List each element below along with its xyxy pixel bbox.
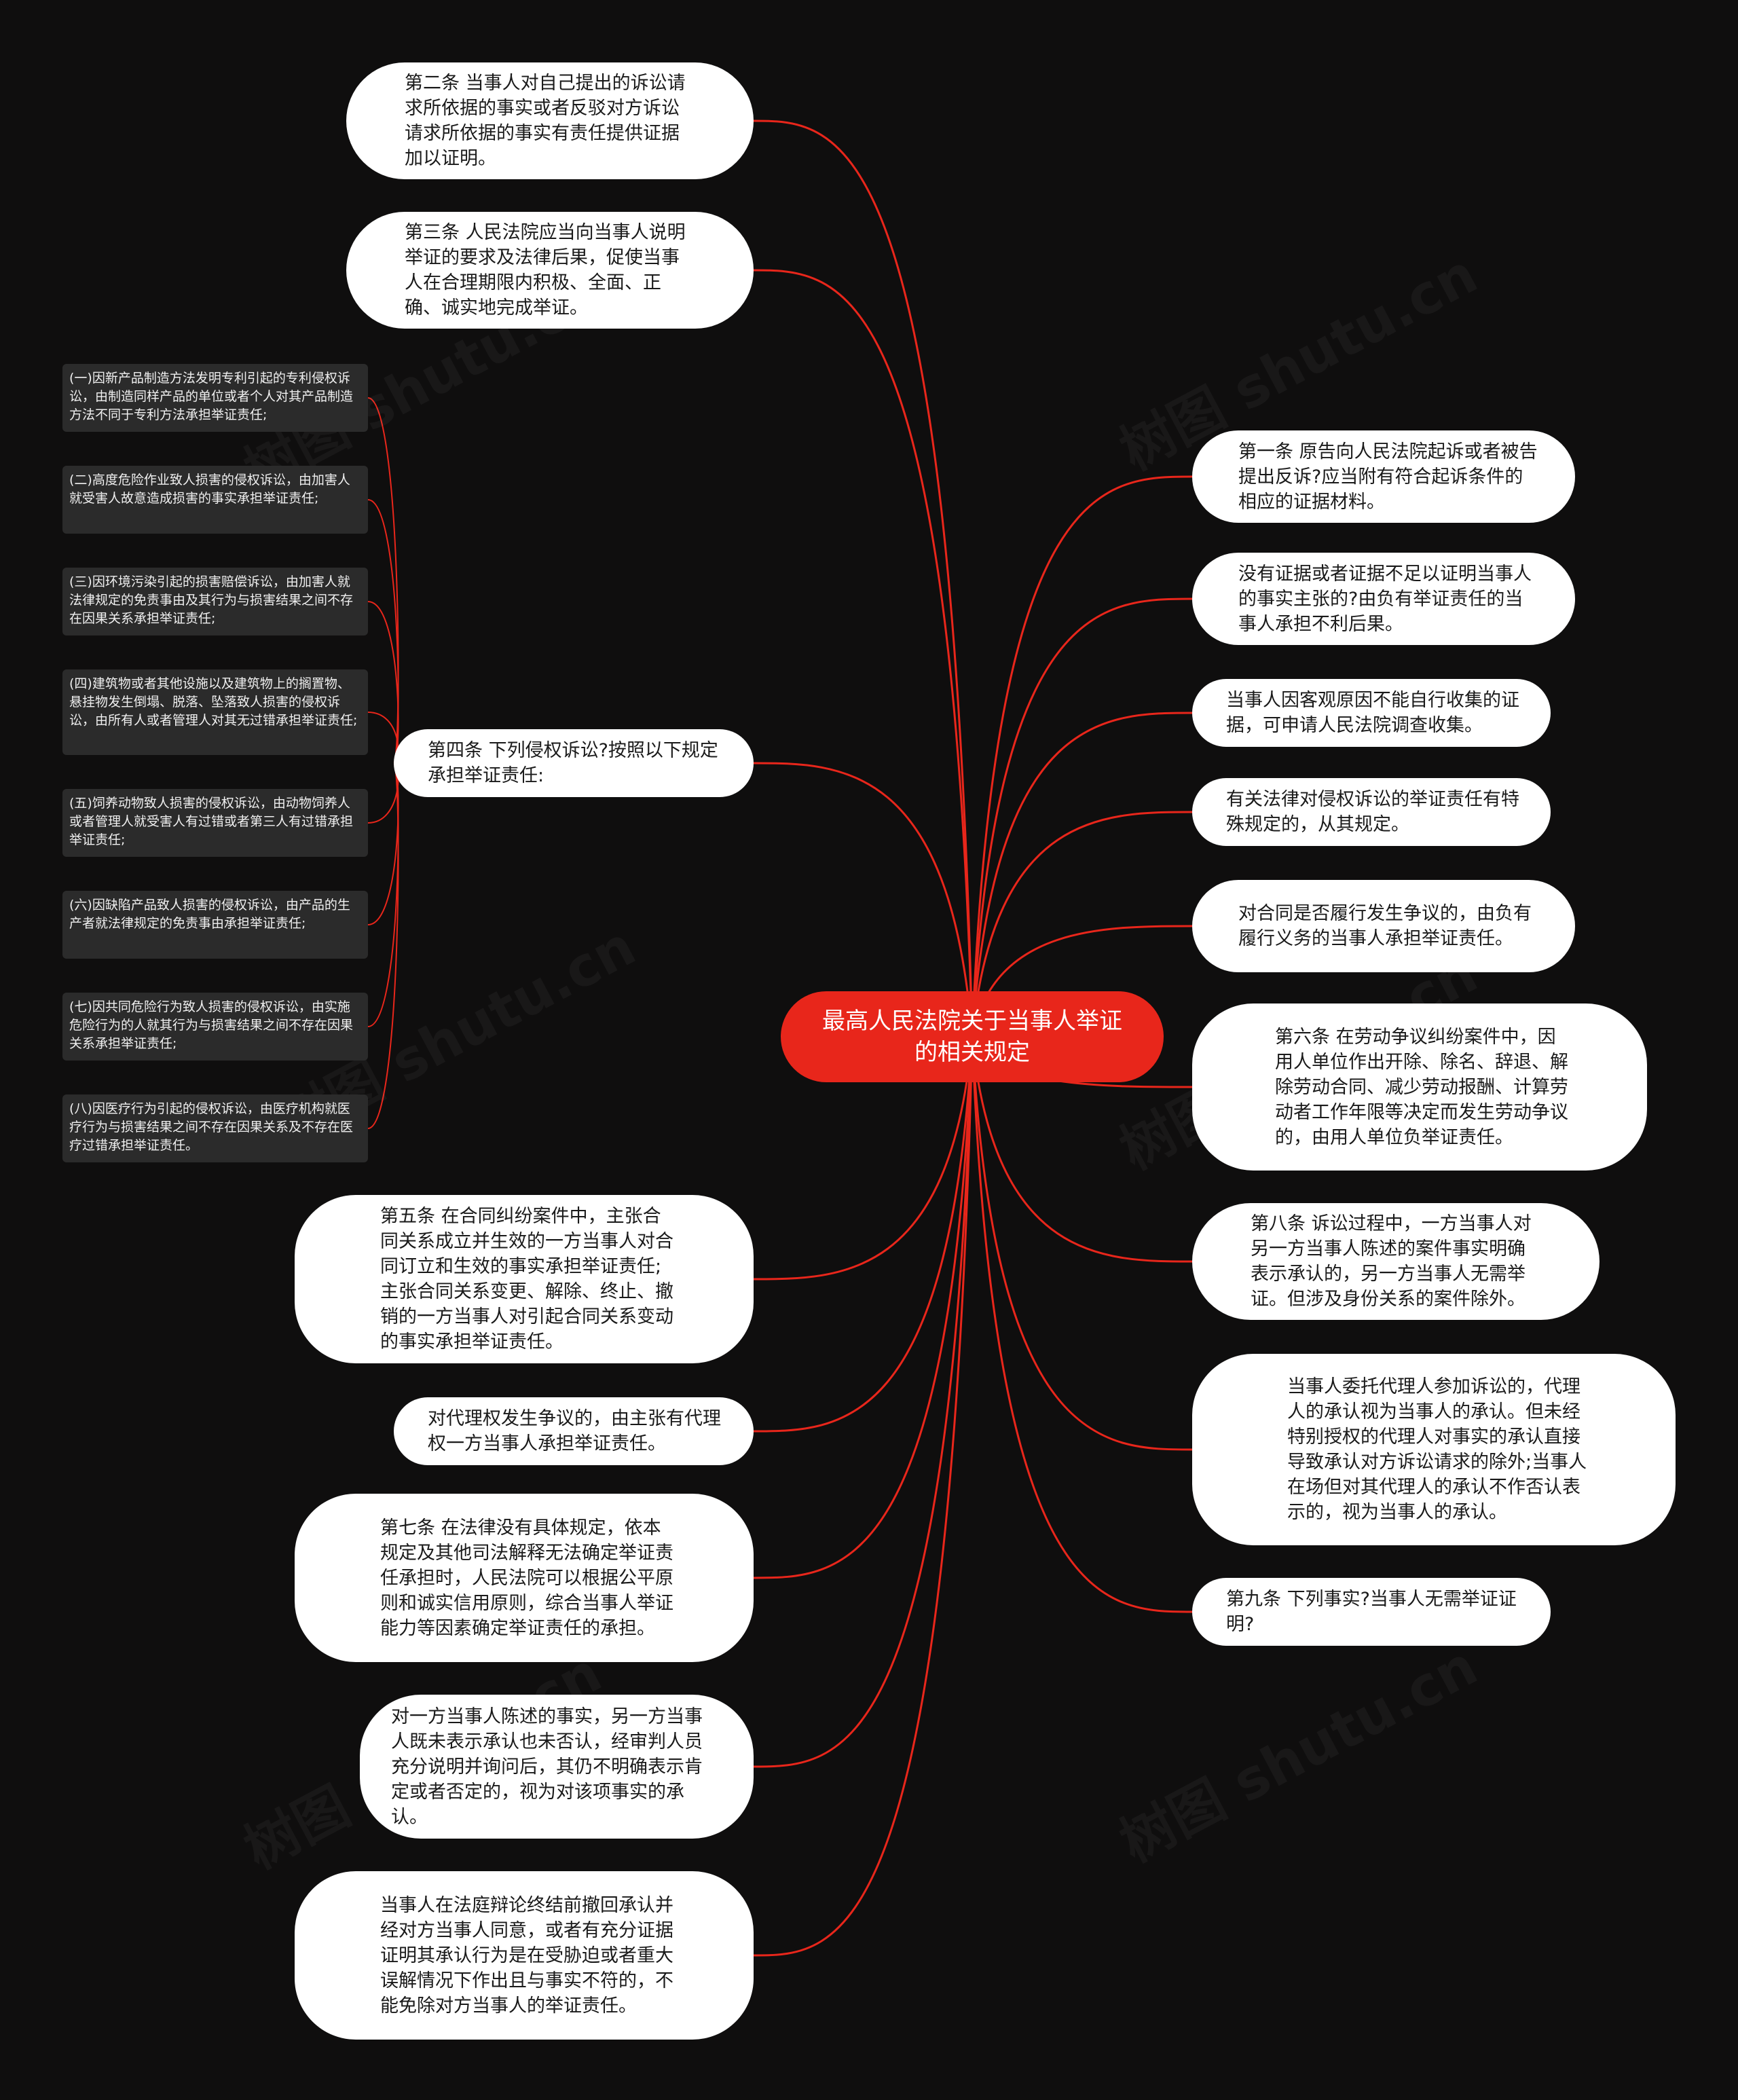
article-4-item[interactable]: (七)因共同危险行为致人损害的侵权诉讼，由实施危险行为的人就其行为与损害结果之间…	[62, 993, 368, 1061]
node-implied-admission[interactable]: 对一方当事人陈述的事实，另一方当事人既未表示承认也未否认，经审判人员充分说明并询…	[360, 1695, 754, 1839]
article-4-item-text: (八)因医疗行为引起的侵权诉讼，由医疗机构就医疗行为与损害结果之间不存在因果关系…	[69, 1101, 354, 1153]
branch-connector	[971, 1036, 1193, 1451]
article-4-item[interactable]: (一)因新产品制造方法发明专利引起的专利侵权诉讼，由制造同样产品的单位或者个人对…	[62, 364, 368, 432]
leaf-connector	[367, 712, 399, 764]
leaf-connector	[367, 762, 399, 824]
article-4-item-text: (二)高度危险作业致人损害的侵权诉讼，由加害人就受害人故意造成损害的事实承担举证…	[69, 473, 350, 506]
branch-connector	[753, 269, 974, 1037]
node-article-9-text: 第九条 下列事实?当事人无需举证证明?	[1226, 1589, 1517, 1635]
node-special-rules[interactable]: 有关法律对侵权诉讼的举证责任有特殊规定的，从其规定。	[1192, 778, 1551, 846]
article-4-item-text: (七)因共同危险行为致人损害的侵权诉讼，由实施危险行为的人就其行为与损害结果之间…	[69, 999, 354, 1051]
node-agent-admission-text: 当事人委托代理人参加诉讼的，代理人的承认视为当事人的承认。但未经特别授权的代理人…	[1287, 1376, 1587, 1523]
node-article-6[interactable]: 第六条 在劳动争议纠纷案件中，因用人单位作出开除、除名、辞退、解除劳动合同、减少…	[1192, 1003, 1647, 1171]
branch-connector	[971, 811, 1193, 1037]
article-4-item[interactable]: (八)因医疗行为引起的侵权诉讼，由医疗机构就医疗行为与损害结果之间不存在因果关系…	[62, 1094, 368, 1162]
node-article-8[interactable]: 第八条 诉讼过程中，一方当事人对另一方当事人陈述的案件事实明确表示承认的，另一方…	[1192, 1203, 1600, 1320]
branch-connector	[753, 1036, 974, 1957]
node-court-collection[interactable]: 当事人因客观原因不能自行收集的证据，可申请人民法院调查收集。	[1192, 679, 1551, 747]
article-4-item-text: (六)因缺陷产品致人损害的侵权诉讼，由产品的生产者就法律规定的免责事由承担举证责…	[69, 898, 350, 931]
leaf-connector	[367, 397, 399, 764]
branch-connector	[753, 1036, 974, 1768]
article-4-item-text: (三)因环境污染引起的损害赔偿诉讼，由加害人就法律规定的免责事由及其行为与损害结…	[69, 574, 354, 626]
article-4-item-text: (五)饲养动物致人损害的侵权诉讼，由动物饲养人或者管理人就受害人有过错或者第三人…	[69, 796, 354, 847]
branch-connector	[753, 1036, 974, 1579]
branch-connector	[753, 1036, 974, 1433]
leaf-connector	[367, 601, 399, 764]
node-article-5[interactable]: 第五条 在合同纠纷案件中，主张合同关系成立并生效的一方当事人对合同订立和生效的事…	[295, 1195, 754, 1363]
node-court-collection-text: 当事人因客观原因不能自行收集的证据，可申请人民法院调查收集。	[1226, 690, 1519, 736]
branch-connector	[753, 1036, 974, 1281]
article-4-item[interactable]: (三)因环境污染引起的损害赔偿诉讼，由加害人就法律规定的免责事由及其行为与损害结…	[62, 568, 368, 635]
branch-connector	[971, 1036, 1193, 1613]
node-article-2[interactable]: 第二条 当事人对自己提出的诉讼请求所依据的事实或者反驳对方诉讼请求所依据的事实有…	[346, 62, 754, 179]
branch-connector	[971, 475, 1193, 1037]
node-article-6-text: 第六条 在劳动争议纠纷案件中，因用人单位作出开除、除名、辞退、解除劳动合同、减少…	[1275, 1026, 1568, 1148]
article-4-item-text: (四)建筑物或者其他设施以及建筑物上的搁置物、悬挂物发生倒塌、脱落、坠落致人损害…	[69, 676, 358, 728]
node-article-8-text: 第八条 诉讼过程中，一方当事人对另一方当事人陈述的案件事实明确表示承认的，另一方…	[1251, 1213, 1532, 1310]
branch-connector	[971, 712, 1193, 1037]
node-contract-performance-text: 对合同是否履行发生争议的，由负有履行义务的当事人承担举证责任。	[1238, 903, 1532, 949]
node-article-4-text: 第四条 下列侵权诉讼?按照以下规定承担举证责任:	[428, 740, 718, 786]
article-4-item-text: (一)因新产品制造方法发明专利引起的专利侵权诉讼，由制造同样产品的单位或者个人对…	[69, 371, 354, 422]
node-article-1[interactable]: 第一条 原告向人民法院起诉或者被告提出反诉?应当附有符合起诉条件的相应的证据材料…	[1192, 430, 1575, 523]
node-insufficient-evidence[interactable]: 没有证据或者证据不足以证明当事人的事实主张的?由负有举证责任的当事人承担不利后果…	[1192, 553, 1575, 645]
leaf-connector	[367, 762, 399, 925]
branch-connector	[753, 762, 974, 1037]
node-article-2-text: 第二条 当事人对自己提出的诉讼请求所依据的事实或者反驳对方诉讼请求所依据的事实有…	[405, 73, 686, 169]
node-agency-dispute[interactable]: 对代理权发生争议的，由主张有代理权一方当事人承担举证责任。	[394, 1397, 754, 1465]
branch-connector	[971, 597, 1193, 1037]
node-article-1-text: 第一条 原告向人民法院起诉或者被告提出反诉?应当附有符合起诉条件的相应的证据材料…	[1238, 441, 1538, 513]
article-4-item[interactable]: (五)饲养动物致人损害的侵权诉讼，由动物饲养人或者管理人就受害人有过错或者第三人…	[62, 789, 368, 857]
node-article-5-text: 第五条 在合同纠纷案件中，主张合同关系成立并生效的一方当事人对合同订立和生效的事…	[380, 1206, 673, 1352]
root-topic-label: 最高人民法院关于当事人举证的相关规定	[822, 1008, 1122, 1066]
node-article-3-text: 第三条 人民法院应当向当事人说明举证的要求及法律后果，促使当事人在合理期限内积极…	[405, 222, 686, 318]
node-article-7-text: 第七条 在法律没有具体规定，依本规定及其他司法解释无法确定举证责任承担时，人民法…	[380, 1517, 673, 1639]
node-special-rules-text: 有关法律对侵权诉讼的举证责任有特殊规定的，从其规定。	[1226, 789, 1519, 835]
branch-connector	[971, 1036, 1193, 1263]
node-article-3[interactable]: 第三条 人民法院应当向当事人说明举证的要求及法律后果，促使当事人在合理期限内积极…	[346, 212, 754, 329]
article-4-item[interactable]: (二)高度危险作业致人损害的侵权诉讼，由加害人就受害人故意造成损害的事实承担举证…	[62, 466, 368, 534]
leaf-connector	[367, 762, 399, 1129]
article-4-item[interactable]: (六)因缺陷产品致人损害的侵权诉讼，由产品的生产者就法律规定的免责事由承担举证责…	[62, 891, 368, 959]
article-4-item[interactable]: (四)建筑物或者其他设施以及建筑物上的搁置物、悬挂物发生倒塌、脱落、坠落致人损害…	[62, 669, 368, 755]
node-insufficient-evidence-text: 没有证据或者证据不足以证明当事人的事实主张的?由负有举证责任的当事人承担不利后果…	[1238, 563, 1532, 635]
node-article-9[interactable]: 第九条 下列事实?当事人无需举证证明?	[1192, 1578, 1551, 1646]
root-topic[interactable]: 最高人民法院关于当事人举证的相关规定	[781, 991, 1164, 1082]
branch-connector	[753, 119, 974, 1037]
node-article-4[interactable]: 第四条 下列侵权诉讼?按照以下规定承担举证责任:	[394, 729, 754, 797]
node-agency-dispute-text: 对代理权发生争议的，由主张有代理权一方当事人承担举证责任。	[428, 1408, 721, 1454]
node-implied-admission-text: 对一方当事人陈述的事实，另一方当事人既未表示承认也未否认，经审判人员充分说明并询…	[391, 1706, 703, 1828]
node-withdraw-admission-text: 当事人在法庭辩论终结前撤回承认并经对方当事人同意，或者有充分证据证明其承认行为是…	[380, 1894, 673, 2016]
node-withdraw-admission[interactable]: 当事人在法庭辩论终结前撤回承认并经对方当事人同意，或者有充分证据证明其承认行为是…	[295, 1871, 754, 2040]
node-agent-admission[interactable]: 当事人委托代理人参加诉讼的，代理人的承认视为当事人的承认。但未经特别授权的代理人…	[1192, 1354, 1676, 1545]
node-article-7[interactable]: 第七条 在法律没有具体规定，依本规定及其他司法解释无法确定举证责任承担时，人民法…	[295, 1494, 754, 1662]
node-contract-performance[interactable]: 对合同是否履行发生争议的，由负有履行义务的当事人承担举证责任。	[1192, 880, 1575, 972]
leaf-connector	[367, 499, 399, 764]
